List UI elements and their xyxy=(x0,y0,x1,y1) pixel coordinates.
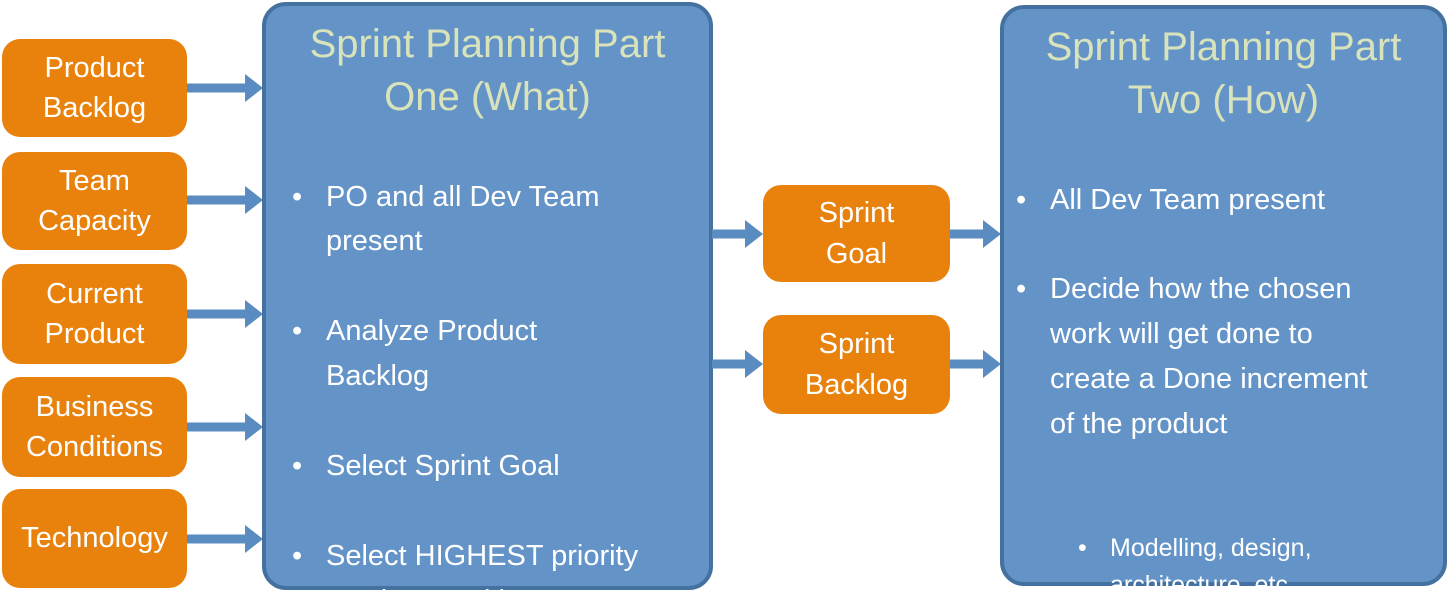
panel-part-one: Sprint Planning Part One (What) PO and a… xyxy=(262,2,713,593)
arrow-shaft xyxy=(187,534,247,544)
arrow-head xyxy=(245,525,263,553)
arrow-part-one-to-sprint-goal-icon xyxy=(712,220,763,248)
input-node-current-product: Current Product xyxy=(2,264,187,364)
bullet-item: All Dev Team present xyxy=(1004,178,1443,223)
arrow-part-one-to-sprint-backlog-icon xyxy=(712,350,763,378)
part-two-bullet-list: All Dev Team present Decide how the chos… xyxy=(1004,133,1443,493)
arrow-shaft xyxy=(187,309,247,319)
panel-part-two: Sprint Planning Part Two (How) All Dev T… xyxy=(1000,5,1447,593)
arrow-technology-to-part-one-icon xyxy=(187,525,263,553)
arrow-shaft xyxy=(187,195,247,205)
arrow-shaft xyxy=(187,422,247,432)
bullet-item: Select Sprint Goal xyxy=(266,444,709,489)
input-node-technology: Technology xyxy=(2,489,187,588)
arrow-sprint-backlog-to-part-two-icon xyxy=(950,350,1001,378)
panel-part-one-title: Sprint Planning Part One (What) xyxy=(309,22,666,119)
arrow-head xyxy=(245,186,263,214)
arrow-business-conditions-to-part-one-icon xyxy=(187,413,263,441)
arrow-product-backlog-to-part-one-icon xyxy=(187,74,263,102)
bullet-item: Decide how the chosen work will get done… xyxy=(1004,267,1443,447)
part-two-sub-bullet-list: Modelling, design, architecture, etc. Ma… xyxy=(1004,492,1443,593)
arrow-sprint-goal-to-part-two-icon xyxy=(950,220,1001,248)
arrow-shaft xyxy=(950,229,985,239)
bullet-item: PO and all Dev Team present xyxy=(266,175,709,265)
output-node-sprint-goal: Sprint Goal xyxy=(763,185,950,282)
input-node-product-backlog: Product Backlog xyxy=(2,39,187,137)
arrow-head xyxy=(745,350,763,378)
bullet-item: Analyze Product Backlog xyxy=(266,309,709,399)
input-node-team-capacity: Team Capacity xyxy=(2,152,187,250)
arrow-shaft xyxy=(712,229,747,239)
arrow-team-capacity-to-part-one-icon xyxy=(187,186,263,214)
sub-bullet-item: Modelling, design, architecture, etc. xyxy=(1004,530,1443,593)
output-node-sprint-backlog: Sprint Backlog xyxy=(763,315,950,414)
arrow-head xyxy=(983,350,1001,378)
arrow-head xyxy=(745,220,763,248)
panel-part-two-title: Sprint Planning Part Two (How) xyxy=(1045,25,1402,122)
bullet-item: Select HIGHEST priority Product Backlog … xyxy=(266,534,709,593)
input-node-business-conditions: Business Conditions xyxy=(2,377,187,477)
arrow-head xyxy=(245,74,263,102)
arrow-head xyxy=(245,413,263,441)
arrow-head xyxy=(245,300,263,328)
arrow-shaft xyxy=(950,359,985,369)
arrow-shaft xyxy=(187,83,247,93)
arrow-current-product-to-part-one-icon xyxy=(187,300,263,328)
arrow-head xyxy=(983,220,1001,248)
arrow-shaft xyxy=(712,359,747,369)
part-one-bullet-list: PO and all Dev Team present Analyze Prod… xyxy=(266,130,709,593)
